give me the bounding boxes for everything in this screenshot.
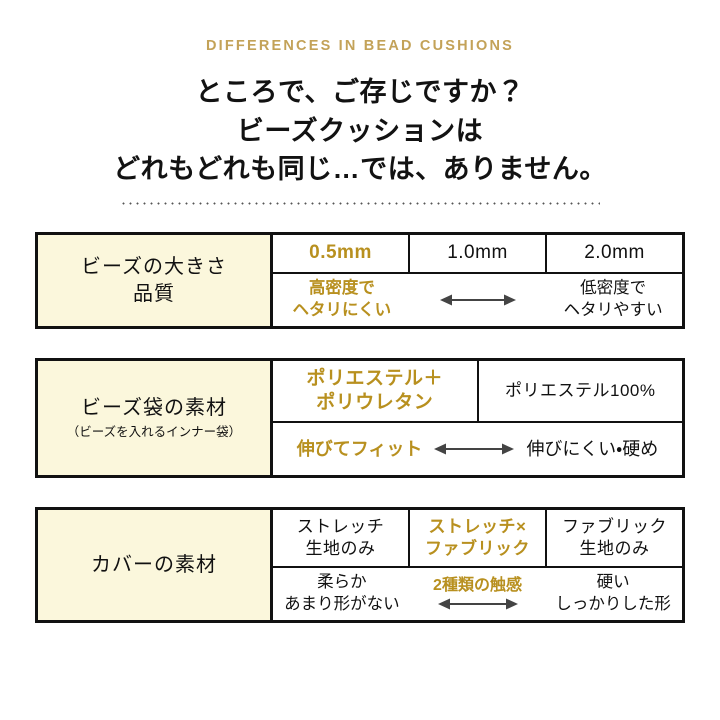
option-row: ストレッチ 生地のみ ストレッチ× ファブリック ファブリック 生地のみ — [273, 510, 682, 568]
double-arrow-icon — [439, 293, 516, 307]
table-body: ポリエステル＋ ポリウレタン ポリエステル100% 伸びてフィット — [273, 360, 682, 476]
option-cell-1-text: ポリエステル＋ ポリウレタン — [306, 367, 443, 413]
description-right-line-2: しっかりした形 — [555, 594, 671, 613]
table-bead-bag-material: ビーズ袋の素材 （ビーズを入れるインナー袋） ポリエステル＋ ポリウレタン ポリ… — [35, 357, 685, 479]
option-cell-2: 1.0mm — [410, 235, 547, 272]
double-arrow-icon — [434, 442, 515, 456]
description-left-line-1: 高密度で — [308, 279, 375, 298]
description-right: 伸びにくい・硬め — [526, 438, 659, 459]
option-cell-1-text: ストレッチ 生地のみ — [296, 517, 385, 559]
option-cell-2: ストレッチ× ファブリック — [410, 510, 547, 566]
option-cell-2-text: ストレッチ× ファブリック — [425, 517, 530, 559]
option-cell-2: ポリエステル100% — [505, 381, 656, 401]
row-label-bead-size: ビーズの大きさ 品質 — [38, 235, 273, 326]
row-label-sub: （ビーズを入れるインナー袋） — [66, 425, 242, 440]
option-cell-3: 2.0mm — [584, 242, 645, 264]
headline-line-1: ところで、ご存じですか？ — [195, 77, 525, 108]
row-label-main: ビーズ袋の素材 — [81, 395, 227, 422]
option-cell-1: 0.5mm — [273, 235, 410, 272]
option-cell-1: ポリエステル＋ ポリウレタン — [273, 360, 479, 422]
row-label-main: カバーの素材 — [91, 552, 217, 579]
scale-arrow-container — [411, 293, 545, 307]
row-label-main-line-1: ビーズ袋の素材 — [81, 397, 227, 420]
comparison-tables: ビーズの大きさ 品質 0.5mm 1.0mm 2.0mm 高密度で ヘタリにくい — [35, 205, 685, 623]
description-left: 高密度で ヘタリにくい — [273, 276, 411, 323]
table-body: ストレッチ 生地のみ ストレッチ× ファブリック ファブリック 生地のみ 柔らか… — [273, 510, 682, 620]
description-row: 高密度で ヘタリにくい 低密度で — [273, 274, 682, 326]
table-cover-material: カバーの素材 ストレッチ 生地のみ ストレッチ× ファブリック ファブリック 生… — [35, 507, 685, 623]
page-title: ところで、ご存じですか？ ビーズクッションは どれもどれも同じ…では、ありません… — [0, 73, 720, 188]
dotted-divider — [120, 202, 600, 206]
description-left: 伸びてフィット — [296, 438, 423, 459]
description-left-line-1: 柔らか — [317, 573, 367, 592]
description-right-line-1: 低密度で — [580, 279, 647, 298]
row-label-main: ビーズの大きさ 品質 — [81, 254, 227, 308]
row-label-main-line-1: カバーの素材 — [91, 553, 217, 576]
table-bead-size: ビーズの大きさ 品質 0.5mm 1.0mm 2.0mm 高密度で ヘタリにくい — [35, 232, 685, 329]
option-row: 0.5mm 1.0mm 2.0mm — [273, 235, 682, 274]
row-label-main-line-2: 品質 — [133, 282, 175, 305]
option-cell-3: ファブリック 生地のみ — [547, 510, 682, 566]
description-row: 伸びてフィット 伸びにくい・硬め — [273, 423, 682, 475]
option-cell-3-text: ファブリック 生地のみ — [562, 517, 667, 559]
headline-line-2: ビーズクッションは — [236, 115, 484, 146]
double-arrow-icon — [437, 597, 518, 611]
arrow-caption: 2種類の触感 — [433, 577, 522, 595]
description-right-line-2: ヘタリやすい — [563, 300, 663, 319]
scale-arrow-container — [434, 442, 515, 456]
scale-arrow-container: 2種類の触感 — [411, 576, 545, 611]
description-right: 低密度で ヘタリやすい — [544, 276, 682, 323]
option-row: ポリエステル＋ ポリウレタン ポリエステル100% — [273, 360, 682, 424]
description-left: 柔らか あまり形がない — [273, 570, 411, 617]
eyebrow-title: DIFFERENCES IN BEAD CUSHIONS — [205, 38, 515, 54]
row-label-cover: カバーの素材 — [38, 510, 273, 620]
description-left-line-2: ヘタリにくい — [292, 300, 392, 319]
table-body: 0.5mm 1.0mm 2.0mm 高密度で ヘタリにくい — [273, 235, 682, 325]
option-cell-1: ストレッチ 生地のみ — [273, 510, 410, 566]
row-label-bead-bag: ビーズ袋の素材 （ビーズを入れるインナー袋） — [38, 360, 273, 476]
description-right: 硬い しっかりした形 — [544, 570, 682, 617]
description-row: 柔らか あまり形がない 2種類の触感 — [273, 568, 682, 620]
row-label-main-line-1: ビーズの大きさ — [81, 255, 227, 278]
headline-line-3: どれもどれも同じ…では、ありません。 — [113, 154, 607, 185]
description-left-line-2: あまり形がない — [284, 594, 400, 613]
description-right-line-1: 硬い — [596, 573, 630, 592]
